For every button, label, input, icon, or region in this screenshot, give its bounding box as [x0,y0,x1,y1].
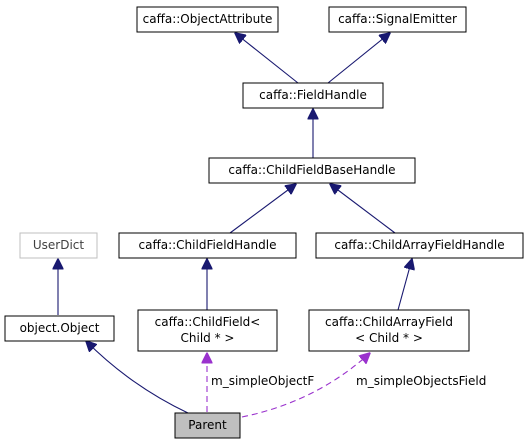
edge-childarrayfield-to-childarrayfieldhandle [397,259,412,311]
node-label-line1: caffa::ChildField< [155,315,261,329]
edge-fieldhandle-to-objectattribute [235,33,299,84]
node-label: caffa::ObjectAttribute [143,12,273,26]
node-label: caffa::ChildFieldHandle [139,238,277,252]
edge-childarrayfieldhandle-to-childfieldbasehandle [330,184,396,234]
node-label: caffa::FieldHandle [259,88,367,102]
node-object-object[interactable]: object.Object [4,315,115,342]
node-child-field-base-handle[interactable]: caffa::ChildFieldBaseHandle [208,157,416,184]
node-label-line1: caffa::ChildArrayField [325,315,453,329]
node-label: object.Object [20,321,100,335]
node-label: caffa::SignalEmitter [338,12,457,26]
node-child-field[interactable]: caffa::ChildField< Child * > [137,309,278,352]
edge-parent-to-objectobject [86,341,189,414]
node-child-array-field[interactable]: caffa::ChildArrayField < Child * > [308,309,470,352]
edge-label-simple-object: m_simpleObjectF [211,374,314,388]
node-object-attribute[interactable]: caffa::ObjectAttribute [136,6,279,33]
node-label: Parent [188,418,227,432]
node-child-field-handle[interactable]: caffa::ChildFieldHandle [118,232,297,259]
node-label-line2: Child * > [181,331,235,345]
edge-parent-to-childarrayfield-usage [241,353,370,418]
edges [58,33,412,418]
node-parent[interactable]: Parent [174,412,241,439]
node-user-dict[interactable]: UserDict [19,232,98,259]
edge-fieldhandle-to-signalemitter [327,33,390,84]
node-signal-emitter[interactable]: caffa::SignalEmitter [328,6,467,33]
node-label-line2: < Child * > [355,331,423,345]
node-label: caffa::ChildArrayFieldHandle [334,238,504,252]
node-label: caffa::ChildFieldBaseHandle [228,163,395,177]
node-label: UserDict [33,238,85,252]
node-child-array-field-handle[interactable]: caffa::ChildArrayFieldHandle [315,232,524,259]
edge-childfieldhandle-to-childfieldbasehandle [229,184,296,234]
edge-labels: m_simpleObjectF m_simpleObjectsField [211,374,486,388]
edge-label-simple-objects: m_simpleObjectsField [356,374,486,388]
node-field-handle[interactable]: caffa::FieldHandle [242,82,384,109]
